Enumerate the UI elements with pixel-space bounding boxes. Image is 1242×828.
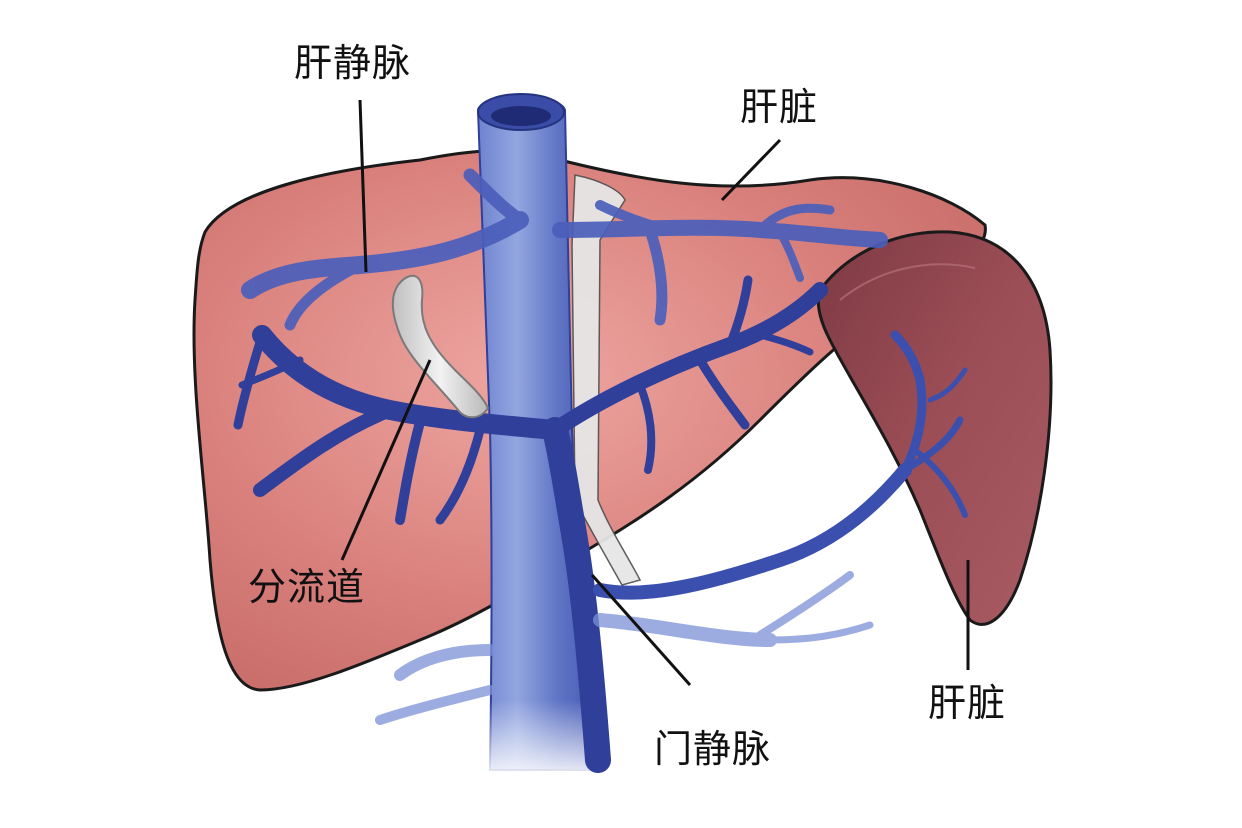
splenic-vein	[593, 330, 968, 600]
falciform-ligament	[571, 174, 642, 586]
leader-liver-top	[720, 138, 782, 202]
portal-vein	[233, 275, 828, 773]
label-shunt: 分流道	[248, 565, 366, 609]
shunt-tube	[392, 274, 490, 419]
leader-hepatic-vein	[358, 99, 368, 273]
mesenteric-veins	[375, 571, 874, 725]
leader-portal-vein	[590, 574, 692, 686]
leader-lines	[340, 99, 970, 686]
leader-shunt	[340, 359, 432, 561]
label-portal-vein: 门静脉	[654, 727, 772, 771]
label-liver-top: 肝脏	[740, 85, 819, 129]
label-hepatic-vein: 肝静脉	[294, 41, 412, 85]
label-liver-right: 肝脏	[928, 681, 1007, 725]
spleen	[816, 230, 1053, 626]
